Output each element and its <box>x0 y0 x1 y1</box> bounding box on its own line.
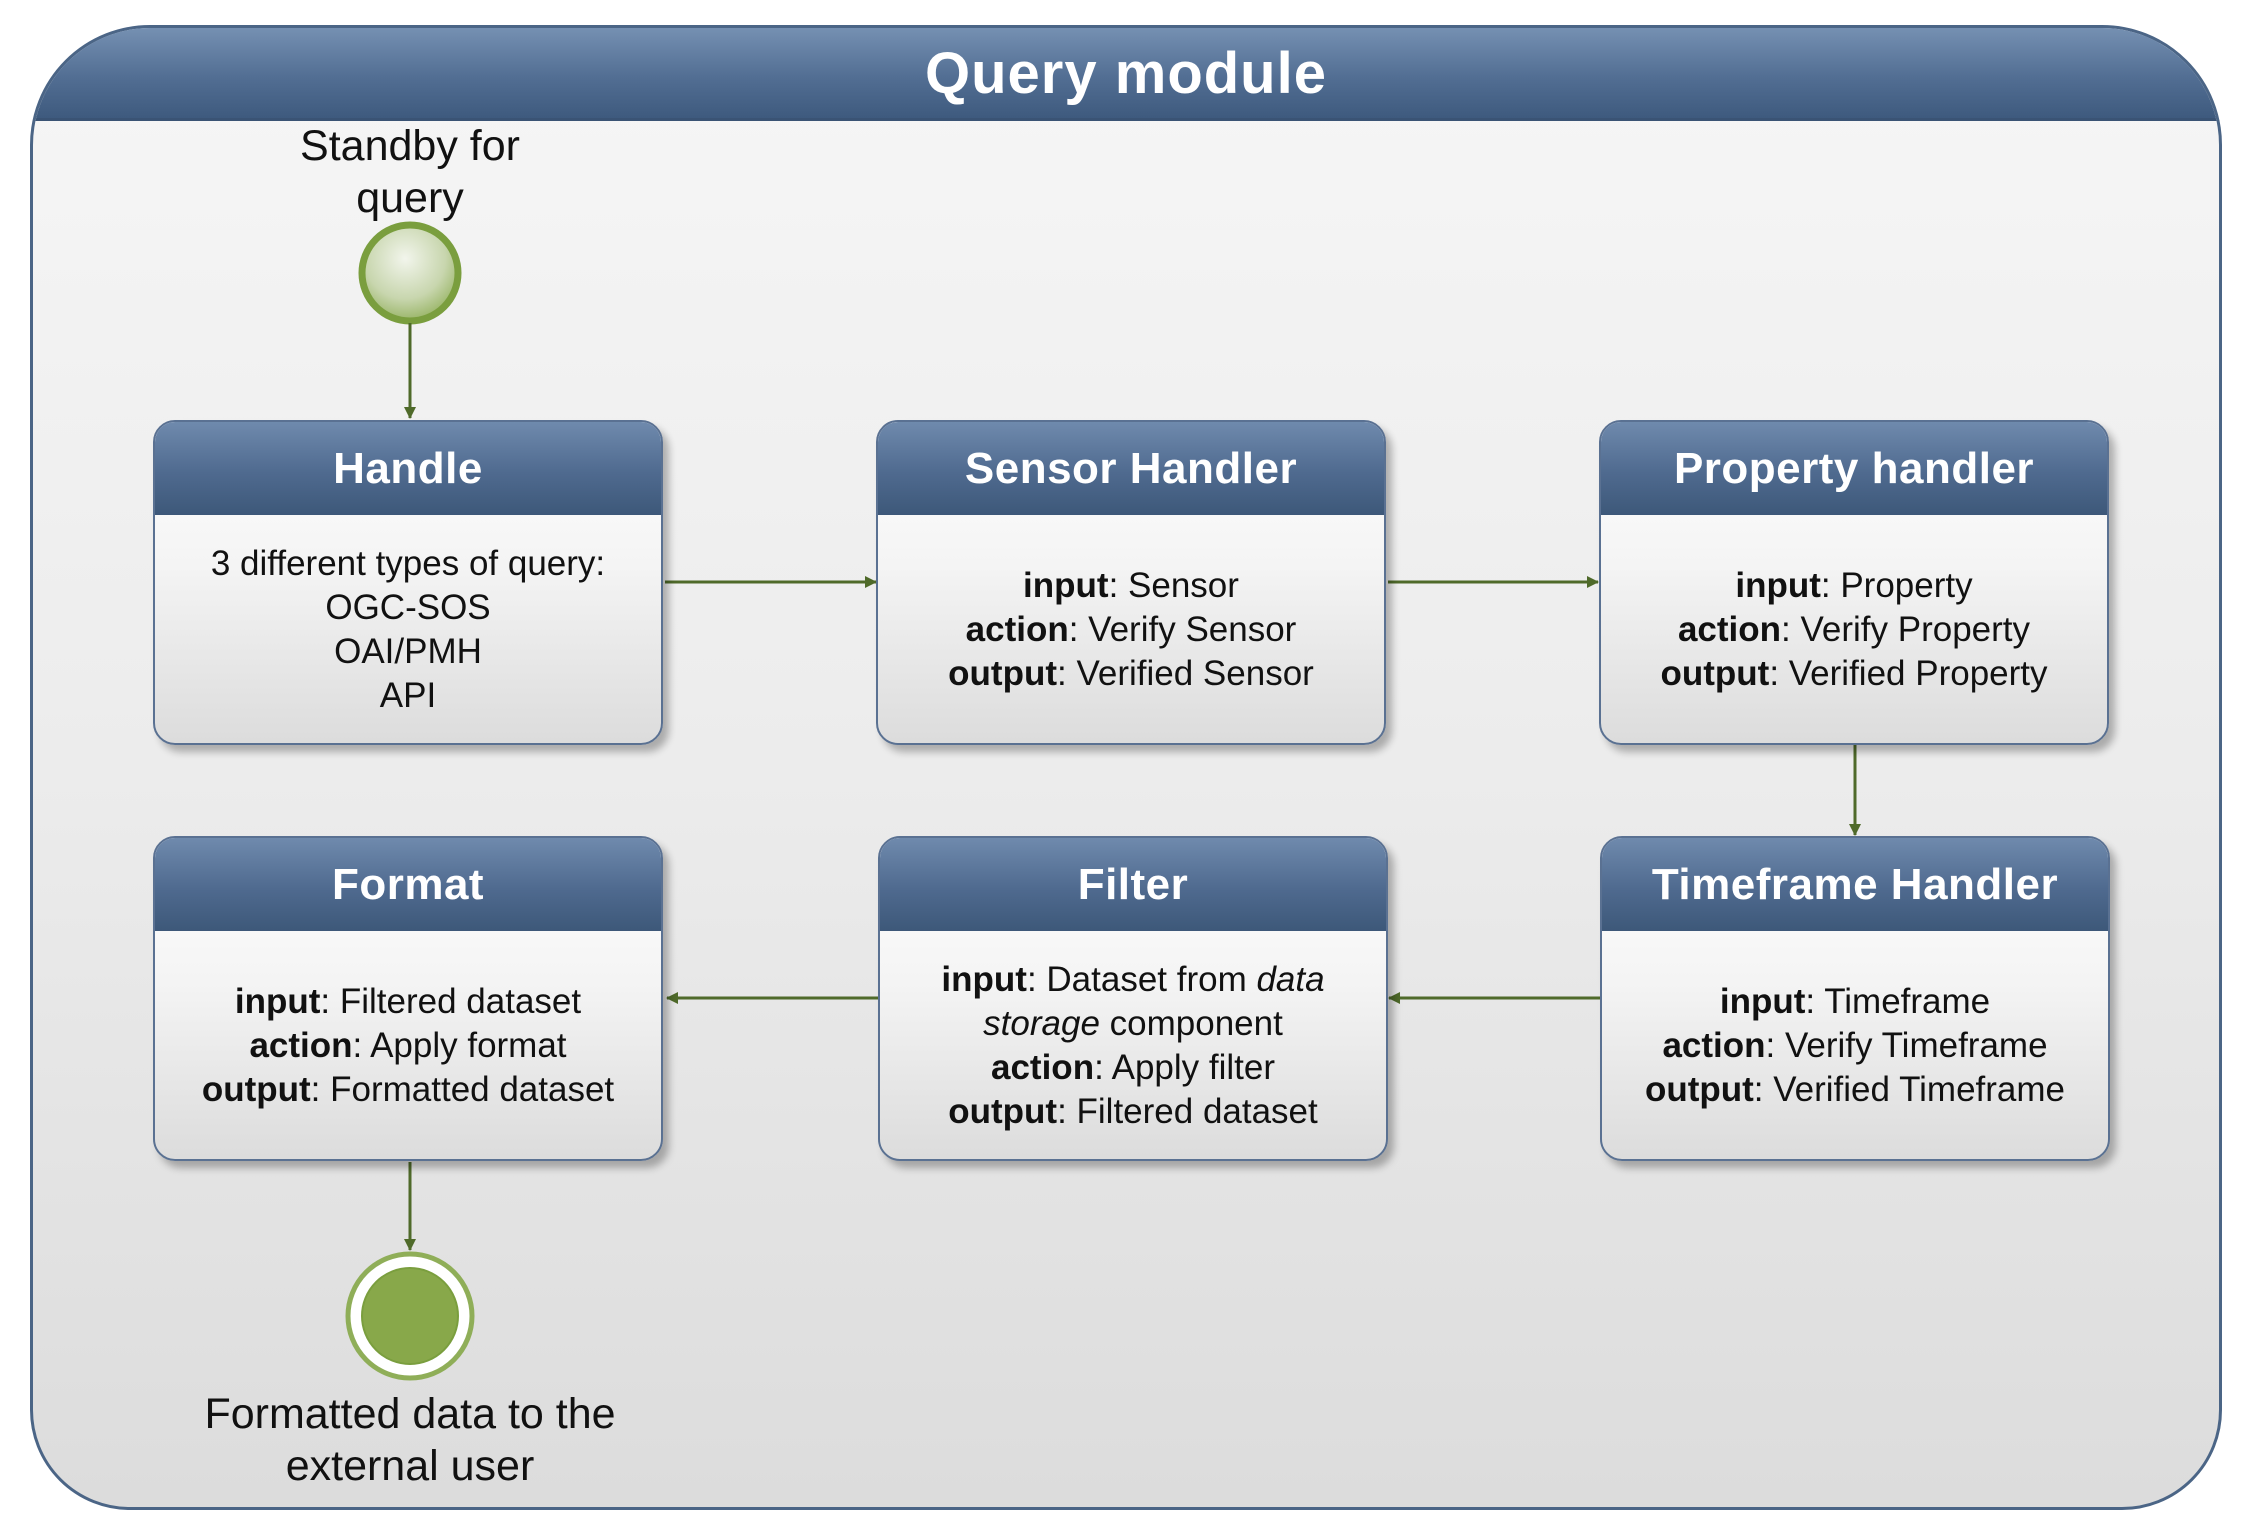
input-value: : Timeframe <box>1805 982 1991 1021</box>
start-node <box>358 221 462 325</box>
output-label: output <box>1660 654 1770 693</box>
timeframe-handler-body: input: Timeframe action: Verify Timefram… <box>1602 931 2108 1159</box>
action-value: : Verify Property <box>1781 610 2031 649</box>
timeframe-output-line: output: Verified Timeframe <box>1645 1068 2065 1112</box>
input-label: input <box>1023 566 1109 605</box>
property-handler-node: Property handler input: Property action:… <box>1599 420 2109 745</box>
action-label: action <box>991 1048 1095 1087</box>
output-label: output <box>1644 1070 1754 1109</box>
format-title: Format <box>155 838 661 931</box>
end-caption-line2: external user <box>285 1442 535 1490</box>
property-output-line: output: Verified Property <box>1660 652 2047 696</box>
start-caption-line1: Standby for <box>300 122 520 170</box>
sensor-action-line: action: Verify Sensor <box>966 608 1297 652</box>
output-label: output <box>201 1070 311 1109</box>
start-caption-line2: query <box>356 174 464 222</box>
format-action-line: action: Apply format <box>249 1024 566 1068</box>
timeframe-handler-title: Timeframe Handler <box>1602 838 2108 931</box>
format-input-line: input: Filtered dataset <box>235 980 581 1024</box>
handle-line: OGC-SOS <box>325 588 491 627</box>
action-value: : Verify Sensor <box>1068 610 1297 649</box>
filter-body: input: Dataset from data storage compone… <box>880 931 1386 1159</box>
timeframe-input-line: input: Timeframe <box>1720 980 1990 1024</box>
end-node <box>361 1267 459 1365</box>
input-value-2: component <box>1099 1004 1283 1043</box>
input-italic-2: storage <box>983 1004 1100 1043</box>
start-caption: Standby for query <box>240 120 580 224</box>
filter-action-line: action: Apply filter <box>991 1046 1275 1090</box>
output-value: : Verified Sensor <box>1057 654 1314 693</box>
action-label: action <box>1677 610 1782 649</box>
property-handler-body: input: Property action: Verify Property … <box>1601 515 2107 743</box>
handle-line: OAI/PMH <box>334 632 482 671</box>
output-value: : Verified Property <box>1769 654 2048 693</box>
handle-line: API <box>379 676 437 715</box>
filter-input-line-2: storage component <box>983 1002 1283 1046</box>
input-value: : Filtered dataset <box>320 982 582 1021</box>
input-label: input <box>234 982 321 1021</box>
format-body: input: Filtered dataset action: Apply fo… <box>155 931 661 1159</box>
action-value: : Apply filter <box>1094 1048 1275 1087</box>
format-output-line: output: Formatted dataset <box>202 1068 614 1112</box>
filter-node: Filter input: Dataset from data storage … <box>878 836 1388 1161</box>
input-label: input <box>941 960 1027 999</box>
input-label: input <box>1719 982 1806 1021</box>
sensor-input-line: input: Sensor <box>1023 564 1239 608</box>
output-label: output <box>948 654 1057 693</box>
format-node: Format input: Filtered dataset action: A… <box>153 836 663 1161</box>
filter-input-line: input: Dataset from data <box>941 958 1324 1002</box>
timeframe-handler-node: Timeframe Handler input: Timeframe actio… <box>1600 836 2110 1161</box>
filter-title: Filter <box>880 838 1386 931</box>
input-value: : Dataset from <box>1026 960 1257 999</box>
sensor-handler-node: Sensor Handler input: Sensor action: Ver… <box>876 420 1386 745</box>
module-title: Query module <box>33 28 2219 121</box>
action-label: action <box>965 610 1069 649</box>
action-value: : Verify Timeframe <box>1765 1026 2048 1065</box>
end-caption-line1: Formatted data to the <box>204 1390 616 1438</box>
output-value: : Verified Timeframe <box>1753 1070 2066 1109</box>
action-label: action <box>1662 1026 1766 1065</box>
output-label: output <box>948 1092 1058 1131</box>
property-input-line: input: Property <box>1735 564 1972 608</box>
output-value: : Formatted dataset <box>310 1070 615 1109</box>
action-value: : Apply format <box>352 1026 567 1065</box>
handle-title: Handle <box>155 422 661 515</box>
input-value: : Property <box>1820 566 1973 605</box>
property-handler-title: Property handler <box>1601 422 2107 515</box>
sensor-output-line: output: Verified Sensor <box>948 652 1314 696</box>
end-caption: Formatted data to the external user <box>160 1388 660 1492</box>
handle-node: Handle 3 different types of query: OGC-S… <box>153 420 663 745</box>
property-action-line: action: Verify Property <box>1678 608 2030 652</box>
filter-output-line: output: Filtered dataset <box>948 1090 1318 1134</box>
output-value: : Filtered dataset <box>1057 1092 1318 1131</box>
timeframe-action-line: action: Verify Timeframe <box>1662 1024 2047 1068</box>
handle-line: 3 different types of query: <box>210 544 606 583</box>
sensor-handler-body: input: Sensor action: Verify Sensor outp… <box>878 515 1384 743</box>
handle-body: 3 different types of query: OGC-SOS OAI/… <box>155 515 661 743</box>
sensor-handler-title: Sensor Handler <box>878 422 1384 515</box>
action-label: action <box>249 1026 353 1065</box>
input-italic: data <box>1256 960 1325 999</box>
input-value: : Sensor <box>1108 566 1239 605</box>
input-label: input <box>1735 566 1821 605</box>
